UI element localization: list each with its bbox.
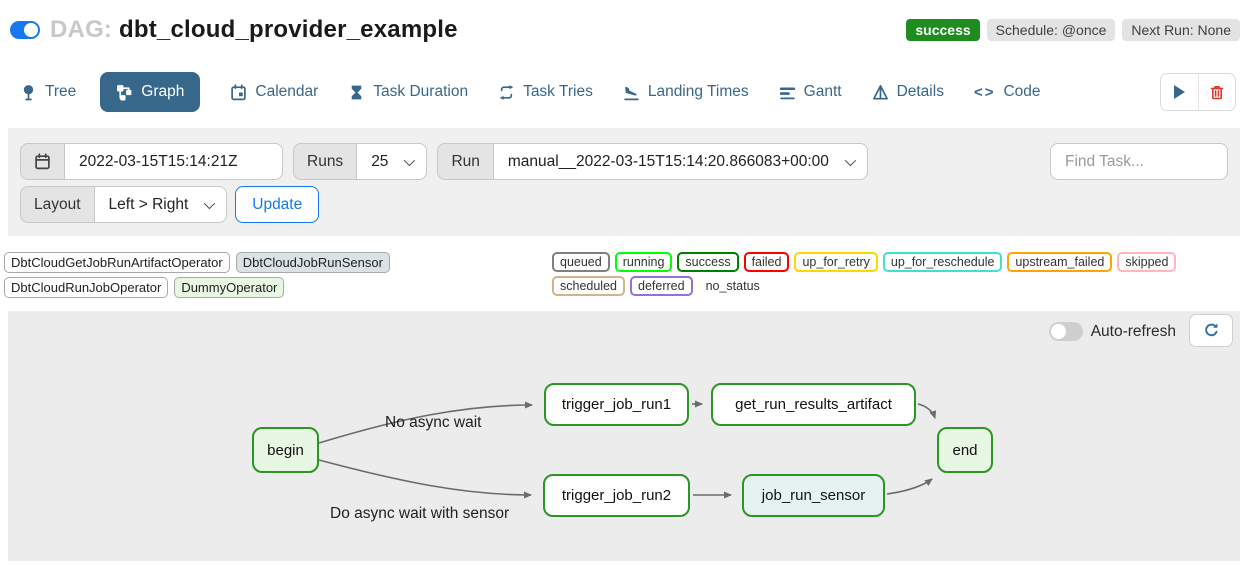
layout-select[interactable]: Left > Right: [93, 186, 228, 223]
layout-label: Layout: [20, 186, 94, 223]
chevron-down-icon: [844, 154, 856, 166]
runs-group: Runs 25: [293, 143, 428, 180]
dag-pause-toggle[interactable]: [10, 21, 40, 39]
gantt-icon: [779, 84, 796, 101]
delete-dag-button[interactable]: [1198, 74, 1235, 110]
task-node-trigger-job-run2[interactable]: trigger_job_run2: [543, 474, 690, 517]
update-button[interactable]: Update: [235, 186, 320, 223]
details-icon: [872, 84, 889, 101]
status-badge-deferred: deferred: [630, 276, 693, 296]
tab-tree[interactable]: Tree: [20, 83, 76, 101]
page-title: DAG: dbt_cloud_provider_example: [50, 16, 458, 44]
auto-refresh-label: Auto-refresh: [1090, 322, 1176, 340]
graph-panel: Auto-refresh begin trigger_job_run1 get_…: [8, 311, 1240, 561]
dag-edges: [318, 400, 937, 499]
edge-label-no-async-wait: No async wait: [385, 414, 482, 431]
schedule-badge: Schedule: @once: [986, 19, 1116, 41]
plane-landing-icon: [623, 84, 640, 101]
dag-action-buttons: [1160, 73, 1236, 111]
hourglass-icon: [348, 84, 365, 101]
status-badge-upstream_failed: upstream_failed: [1007, 252, 1113, 272]
tab-label: Code: [1003, 83, 1041, 100]
task-node-trigger-job-run1[interactable]: trigger_job_run1: [544, 383, 689, 426]
chevron-down-icon: [404, 154, 416, 166]
repeat-icon: [498, 84, 515, 101]
graph-icon: [116, 84, 133, 101]
run-selected-value: manual__2022-03-15T15:14:20.866083+00:00: [507, 152, 829, 170]
run-group: Run manual__2022-03-15T15:14:20.866083+0…: [437, 143, 868, 180]
tab-task-tries[interactable]: Task Tries: [498, 83, 593, 101]
operator-badge: DummyOperator: [174, 277, 285, 298]
task-node-get-run-results-artifact[interactable]: get_run_results_artifact: [711, 383, 916, 426]
status-badge-skipped: skipped: [1117, 252, 1177, 272]
tab-label: Task Duration: [373, 83, 469, 100]
operator-badge: DbtCloudJobRunSensor: [235, 252, 390, 273]
dag-prefix: DAG:: [50, 16, 113, 43]
tab-label: Details: [896, 83, 944, 100]
chevron-down-icon: [204, 197, 216, 209]
status-badge-up_for_reschedule: up_for_reschedule: [882, 252, 1003, 272]
operator-badge: DbtCloudGetJobRunArtifactOperator: [4, 252, 230, 273]
tab-label: Calendar: [255, 83, 319, 100]
code-icon: <>: [973, 83, 996, 101]
tab-label: Graph: [141, 83, 185, 100]
status-badge-scheduled: scheduled: [552, 276, 625, 296]
status-badge-running: running: [614, 252, 673, 272]
edge-label-do-async-wait: Do async wait with sensor: [330, 505, 510, 522]
tab-label: Landing Times: [647, 83, 749, 100]
base-date-group: [20, 143, 283, 180]
next-run-badge: Next Run: None: [1122, 19, 1240, 41]
toggle-knob: [24, 23, 38, 37]
tree-icon: [20, 84, 37, 101]
dag-name: dbt_cloud_provider_example: [119, 16, 458, 43]
layout-group: Layout Left > Right: [20, 186, 228, 223]
task-node-job-run-sensor[interactable]: job_run_sensor: [742, 474, 885, 517]
layout-selected-value: Left > Right: [108, 195, 189, 213]
play-icon: [1174, 85, 1185, 99]
dag-header: DAG: dbt_cloud_provider_example success …: [0, 0, 1248, 44]
tab-label: Tree: [45, 83, 77, 100]
base-date-input[interactable]: [64, 143, 283, 180]
tab-label: Task Tries: [523, 83, 593, 100]
view-tabs: Tree Graph Calendar Task Duration Task T…: [0, 70, 1248, 114]
runs-label: Runs: [293, 143, 357, 180]
trash-icon: [1209, 84, 1225, 101]
header-badges: success Schedule: @once Next Run: None: [906, 19, 1240, 41]
status-badge-failed: failed: [743, 252, 790, 272]
status-badge: success: [906, 19, 980, 41]
trigger-dag-button[interactable]: [1161, 74, 1198, 110]
run-select[interactable]: manual__2022-03-15T15:14:20.866083+00:00: [492, 143, 868, 180]
status-badge-no_status: no_status: [705, 279, 760, 293]
toggle-knob: [1050, 324, 1066, 339]
calendar-icon: [230, 83, 247, 101]
refresh-icon: [1203, 322, 1220, 339]
tab-code[interactable]: <> Code: [974, 83, 1041, 101]
filter-bar: Runs 25 Run manual__2022-03-15T15:14:20.…: [8, 128, 1240, 236]
auto-refresh-control: Auto-refresh: [1048, 322, 1176, 341]
operator-badge: DbtCloudRunJobOperator: [4, 277, 169, 298]
tab-gantt[interactable]: Gantt: [779, 83, 842, 101]
calendar-addon-icon: [20, 143, 64, 180]
task-node-begin[interactable]: begin: [252, 427, 319, 473]
status-badge-success: success: [677, 252, 739, 272]
tab-graph[interactable]: Graph: [100, 72, 201, 112]
tab-landing-times[interactable]: Landing Times: [623, 83, 749, 101]
status-badge-up_for_retry: up_for_retry: [794, 252, 878, 272]
find-task-input[interactable]: [1050, 143, 1228, 180]
runs-selected-value: 25: [371, 152, 389, 170]
tab-details[interactable]: Details: [872, 83, 944, 101]
tab-label: Gantt: [803, 83, 842, 100]
status-badge-queued: queued: [552, 252, 610, 272]
refresh-button[interactable]: [1189, 314, 1233, 347]
runs-select[interactable]: 25: [356, 143, 428, 180]
tab-task-duration[interactable]: Task Duration: [348, 83, 468, 101]
task-node-end[interactable]: end: [937, 427, 993, 473]
auto-refresh-toggle[interactable]: [1048, 322, 1083, 341]
run-label: Run: [437, 143, 493, 180]
tab-calendar[interactable]: Calendar: [230, 83, 318, 101]
